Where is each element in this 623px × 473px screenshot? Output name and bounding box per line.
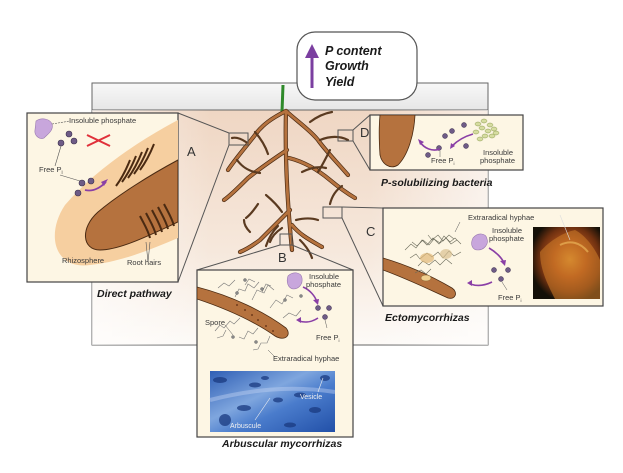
panel-b-caption: Arbuscular mycorrhizas (221, 438, 342, 450)
label-insoluble-c-1: Insoluble (492, 226, 522, 235)
insoluble-phosphate-b (286, 272, 303, 290)
zoom-marker-c (322, 206, 343, 219)
panel-a-letter: A (187, 144, 196, 159)
free-pi-dots-c (491, 267, 511, 282)
arbuscular-photo: Vesicle Arbuscule (209, 371, 336, 432)
root-c (383, 257, 456, 299)
arrow-up-icon (305, 44, 319, 88)
free-pi-dots (57, 130, 95, 197)
callout-line-growth: Growth (325, 59, 369, 73)
label-insoluble-d-2: phosphate (480, 156, 515, 165)
root-hairs (115, 143, 175, 239)
bacteria-cluster (472, 118, 500, 142)
label-vesicle: Vesicle (300, 394, 322, 401)
panel-c: Extraradical hyphae Insoluble phosphate … (382, 207, 604, 307)
panel-d-caption: P-solubilizing bacteria (381, 177, 493, 189)
panel-d-letter: D (360, 125, 369, 140)
panel-a: Insoluble phosphate Free Pi Rhizosphere … (26, 112, 179, 283)
ectomycorrhiza-photo (533, 214, 600, 299)
label-rhizosphere: Rhizosphere (62, 256, 104, 265)
label-insoluble-b-2: phosphate (306, 280, 341, 289)
soil-surface-strip (91, 82, 489, 111)
panel-c-letter: C (366, 224, 375, 239)
zoom-marker-d (337, 129, 354, 142)
label-insoluble-d-1: Insoluble (483, 148, 513, 157)
callout-line-yield: Yield (325, 75, 355, 89)
panel-b: Insoluble phosphate Free Pi Spore Extrar… (196, 269, 354, 438)
free-pi-dots-b (315, 305, 332, 320)
label-insoluble-b-1: Insoluble (309, 272, 339, 281)
zoom-marker-a (228, 132, 249, 146)
hyphae-b (214, 278, 302, 351)
plant-stem (280, 84, 285, 113)
panel-b-letter: B (278, 250, 287, 265)
label-extraradical-hyphae-b: Extraradical hyphae (273, 354, 339, 363)
cross-icon (86, 134, 111, 147)
label-free-pi-b: Free Pi (316, 333, 340, 343)
insoluble-phosphate-shape (34, 118, 53, 139)
root-d (378, 115, 416, 168)
label-extraradical-hyphae-c: Extraradical hyphae (468, 213, 534, 222)
label-arbuscule: Arbuscule (230, 423, 261, 430)
label-spore: Spore (205, 318, 225, 327)
label-root-hairs: Root hairs (127, 258, 161, 267)
panel-d: Free Pi Insoluble phosphate (369, 114, 524, 171)
outcome-callout: P content Growth Yield (296, 31, 418, 101)
panel-c-caption: Ectomycorrhizas (385, 312, 470, 324)
root-system (221, 108, 358, 260)
connector-lines (177, 112, 384, 307)
root-a (85, 159, 178, 251)
label-insoluble-c-2: phosphate (489, 234, 524, 243)
label-insoluble-phosphate: Insoluble phosphate (69, 116, 136, 125)
callout-line-p-content: P content (325, 44, 382, 58)
label-free-pi-d: Free Pi (431, 156, 455, 166)
free-pi-dots-d (425, 122, 469, 158)
panel-a-caption: Direct pathway (97, 288, 173, 300)
insoluble-phosphate-c (471, 233, 488, 251)
label-free-pi: Free Pi (39, 165, 63, 176)
zoom-marker-b (279, 233, 293, 246)
label-free-pi-c: Free Pi (498, 293, 522, 303)
